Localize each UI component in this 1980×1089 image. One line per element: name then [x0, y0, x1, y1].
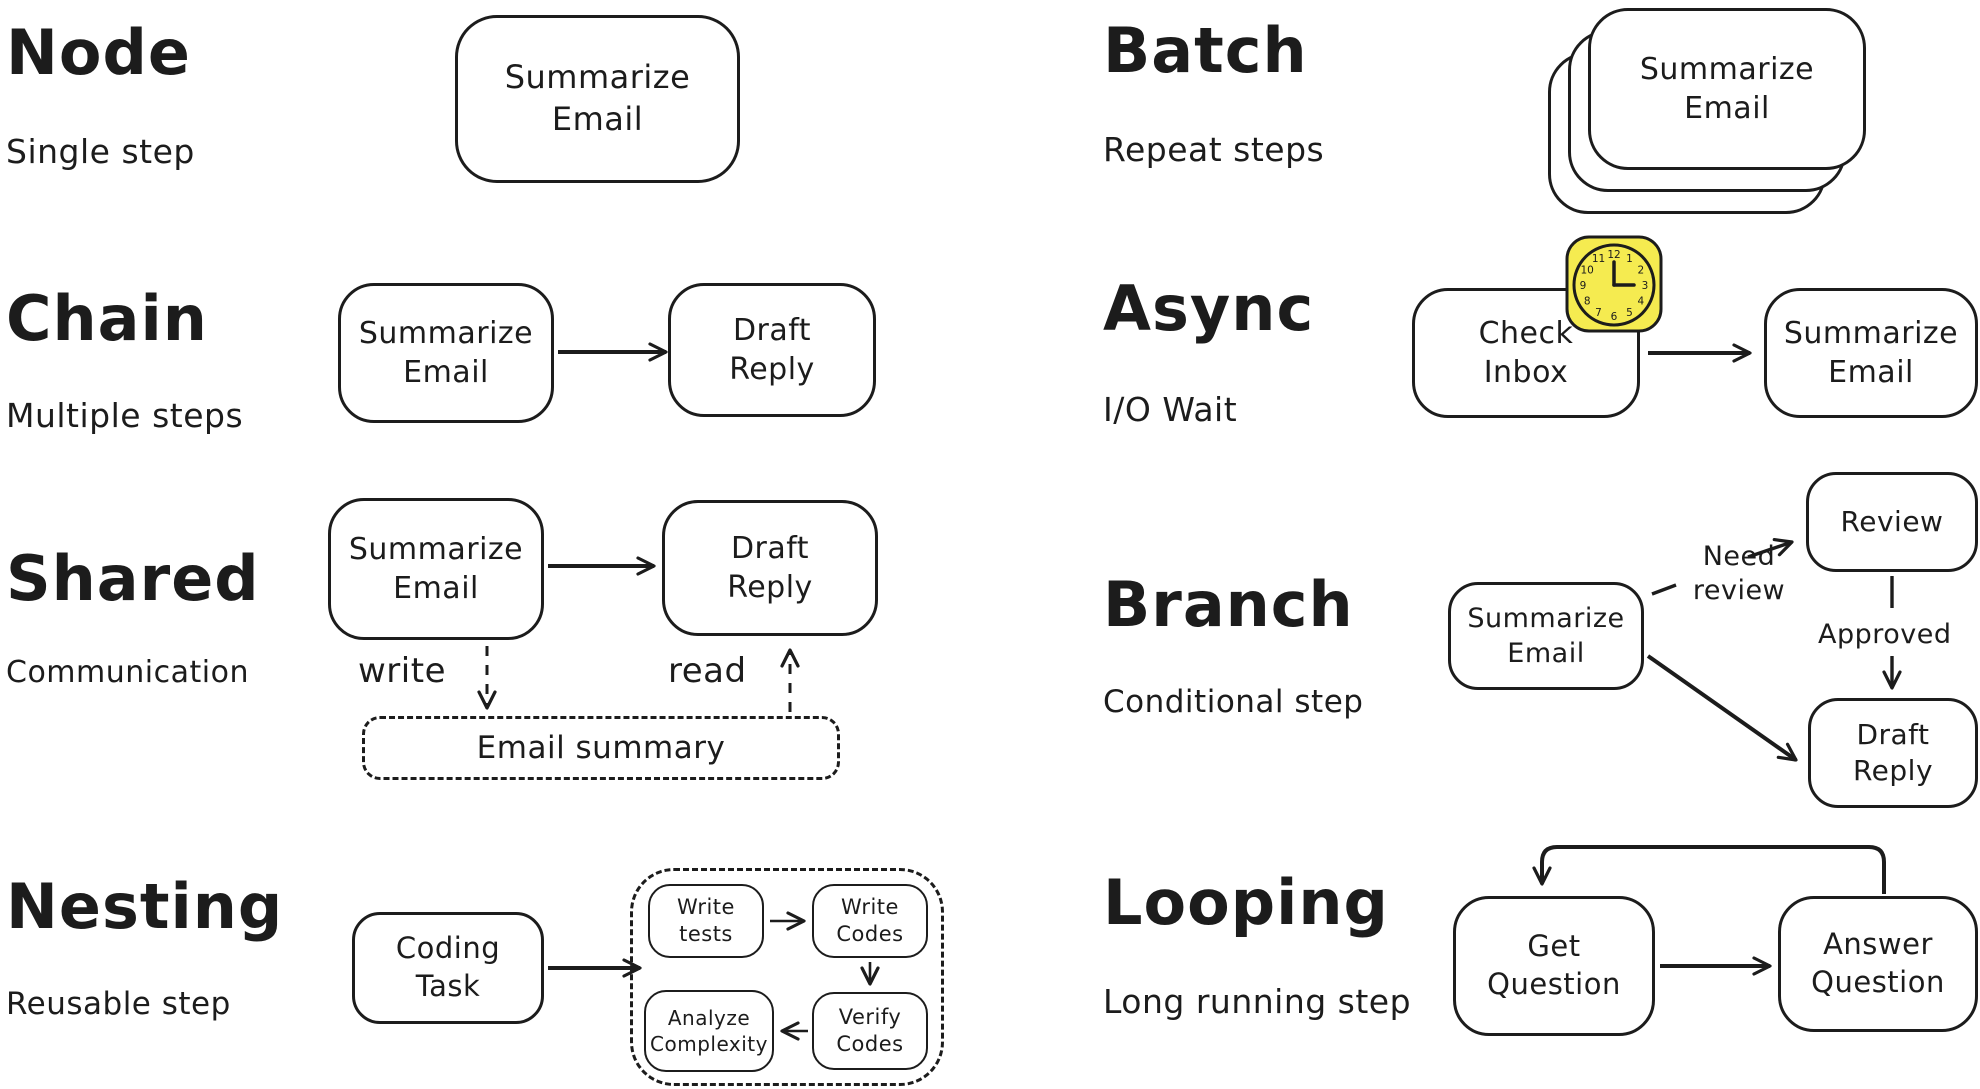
shared-box-summarize-email: Summarize Email	[328, 498, 544, 640]
section-subtitle-shared: Communication	[6, 655, 249, 690]
section-subtitle-branch: Conditional step	[1103, 684, 1364, 720]
section-title-chain: Chain	[6, 282, 208, 355]
section-title-async: Async	[1103, 272, 1315, 345]
shared-write-label: write	[358, 651, 446, 691]
clock-numeral: 8	[1584, 296, 1591, 308]
section-title-shared: Shared	[6, 542, 260, 615]
clock-numeral: 6	[1611, 311, 1618, 323]
clock-numeral: 7	[1595, 307, 1602, 319]
branch-need-review-dash	[1651, 583, 1677, 596]
section-title-node: Node	[6, 16, 191, 89]
async-box-summarize-email: Summarize Email	[1764, 288, 1978, 418]
clock-numeral: 4	[1637, 296, 1644, 308]
section-title-nesting: Nesting	[6, 870, 284, 943]
looping-box-get-question: Get Question	[1453, 896, 1655, 1036]
branch-box-review: Review	[1806, 472, 1978, 572]
nesting-box-verify-codes: Verify Codes	[812, 992, 928, 1070]
node-box-summarize-email: Summarize Email	[455, 15, 740, 183]
branch-direct-arrow	[1646, 654, 1798, 762]
clock-numeral: 5	[1626, 307, 1633, 319]
section-subtitle-nesting: Reusable step	[6, 986, 231, 1022]
looping-box-answer-question: Answer Question	[1778, 896, 1978, 1032]
looping-loopback-arrow	[1532, 845, 1886, 894]
clock-icon: 12 1 2 3 4 5 6 7 8 9 10 11	[1565, 235, 1663, 333]
branch-need-review-label: Need review	[1692, 541, 1786, 606]
branch-approved-label: Approved	[1818, 619, 1952, 650]
shared-store-email-summary: Email summary	[362, 716, 840, 780]
section-title-batch: Batch	[1103, 14, 1308, 87]
clock-numeral: 10	[1581, 265, 1594, 277]
batch-card-front-summarize-email: Summarize Email	[1588, 8, 1866, 170]
chain-box-summarize-email: Summarize Email	[338, 283, 554, 423]
section-subtitle-looping: Long running step	[1103, 982, 1412, 1021]
clock-numeral: 2	[1637, 265, 1644, 277]
clock-numeral: 1	[1626, 253, 1633, 265]
section-subtitle-chain: Multiple steps	[6, 396, 244, 435]
section-subtitle-batch: Repeat steps	[1103, 130, 1325, 169]
nesting-dashed-container	[630, 868, 944, 1086]
nesting-box-analyze-complexity: Analyze Complexity	[644, 990, 774, 1072]
section-title-branch: Branch	[1103, 568, 1354, 641]
shared-box-draft-reply: Draft Reply	[662, 500, 878, 636]
shared-read-label: read	[668, 651, 747, 691]
nesting-box-write-codes: Write Codes	[812, 884, 928, 958]
section-subtitle-node: Single step	[6, 132, 195, 171]
section-subtitle-async: I/O Wait	[1103, 390, 1238, 429]
clock-numeral: 9	[1580, 280, 1587, 292]
branch-box-draft-reply: Draft Reply	[1808, 698, 1978, 808]
clock-numeral: 12	[1607, 249, 1620, 261]
nesting-box-write-tests: Write tests	[648, 884, 764, 958]
nesting-box-coding-task: Coding Task	[352, 912, 544, 1024]
clock-numeral: 3	[1642, 280, 1649, 292]
chain-box-draft-reply: Draft Reply	[668, 283, 876, 417]
section-title-looping: Looping	[1103, 866, 1389, 939]
clock-numeral: 11	[1592, 253, 1605, 265]
branch-box-summarize-email: Summarize Email	[1448, 582, 1644, 690]
